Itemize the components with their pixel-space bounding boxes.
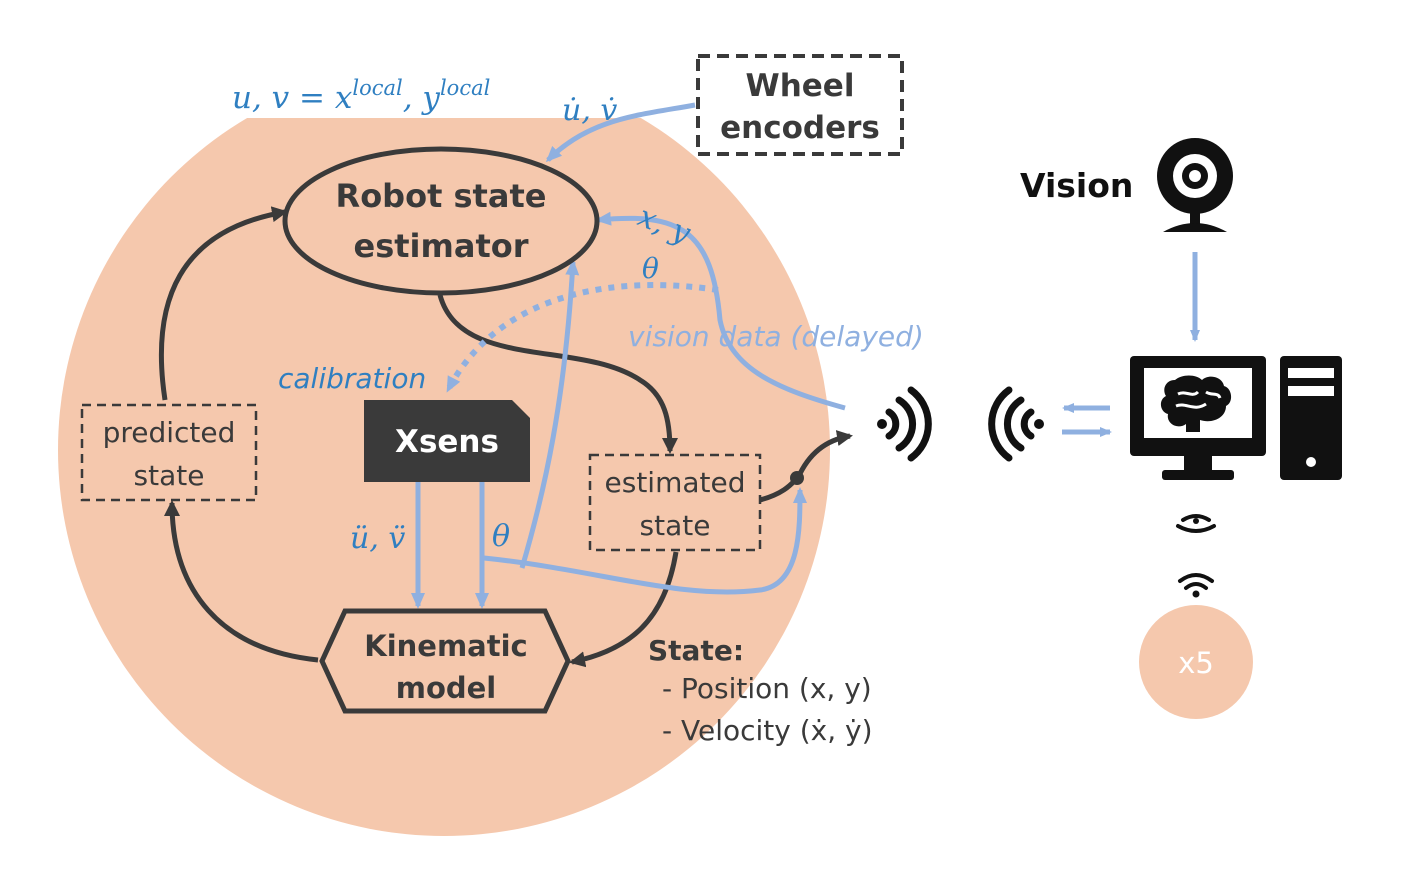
robot-count-label: x5: [1178, 646, 1214, 680]
estimated-state-box: [588, 453, 762, 552]
robot-count-circle: [1139, 605, 1253, 719]
arrow-vision-xy-to-estimator: [595, 211, 846, 411]
computer-icon: [1130, 356, 1342, 480]
arrow-theta-to-transmitter: [483, 487, 807, 595]
predicted-state-label-2: state: [134, 459, 205, 492]
wheel-encoders-label-1: Wheel: [746, 68, 855, 104]
arrow-predicted-to-estimator: [158, 206, 288, 401]
robot-state-estimator-node: [282, 146, 600, 296]
wheel-encoders-box: [696, 54, 904, 156]
label-uv-local: u, v = xlocal, ylocal: [232, 76, 490, 116]
arrow-calibration-dotted: [445, 282, 719, 393]
state-legend-position: - Position (x, y): [662, 672, 872, 705]
kinematic-model-label-2: model: [396, 671, 497, 705]
estimated-state-label-1: estimated: [605, 466, 746, 499]
state-legend-velocity: - Velocity (ẋ, ẏ): [662, 714, 873, 747]
wheel-encoders-label-2: encoders: [720, 110, 880, 146]
arrow-kinematic-to-predicted: [164, 500, 319, 663]
label-u-ddot-v-ddot: ü, v̈: [350, 521, 405, 556]
label-u-dot-v-dot: u̇, v̇: [562, 93, 617, 128]
vision-label: Vision: [1020, 166, 1133, 205]
predicted-state-label-1: predicted: [103, 416, 236, 449]
webcam-icon: [1157, 138, 1233, 232]
receiver-signal-icon: [988, 386, 1044, 462]
label-theta-bottom: θ: [492, 519, 510, 554]
wifi-icon: [1178, 573, 1214, 598]
label-theta-top: θ: [642, 252, 659, 285]
arrow-encoders-to-estimator: [545, 102, 696, 163]
kinematic-model-node: [319, 608, 571, 714]
wifi-icon-outgoing: [1176, 514, 1216, 533]
kinematic-model-label-1: Kinematic: [364, 629, 528, 663]
estimated-state-label-2: state: [640, 509, 711, 542]
state-legend-title: State:: [648, 634, 744, 667]
transmitter-signal-icon: [877, 386, 932, 462]
junction-dot: [790, 471, 804, 485]
robot-state-estimator-label-2: estimator: [353, 227, 528, 265]
arrow-estimator-to-estimated-state: [437, 294, 678, 454]
brain-icon: [1160, 375, 1232, 432]
arrow-estimated-to-kinematic: [569, 551, 679, 668]
robot-state-estimator-label-1: Robot state: [336, 177, 547, 215]
xsens-node: [364, 400, 530, 482]
label-vision-data: vision data (delayed): [628, 320, 924, 353]
xsens-label: Xsens: [395, 424, 499, 460]
label-calibration: calibration: [278, 362, 426, 395]
arrow-theta-to-estimator: [519, 259, 580, 569]
